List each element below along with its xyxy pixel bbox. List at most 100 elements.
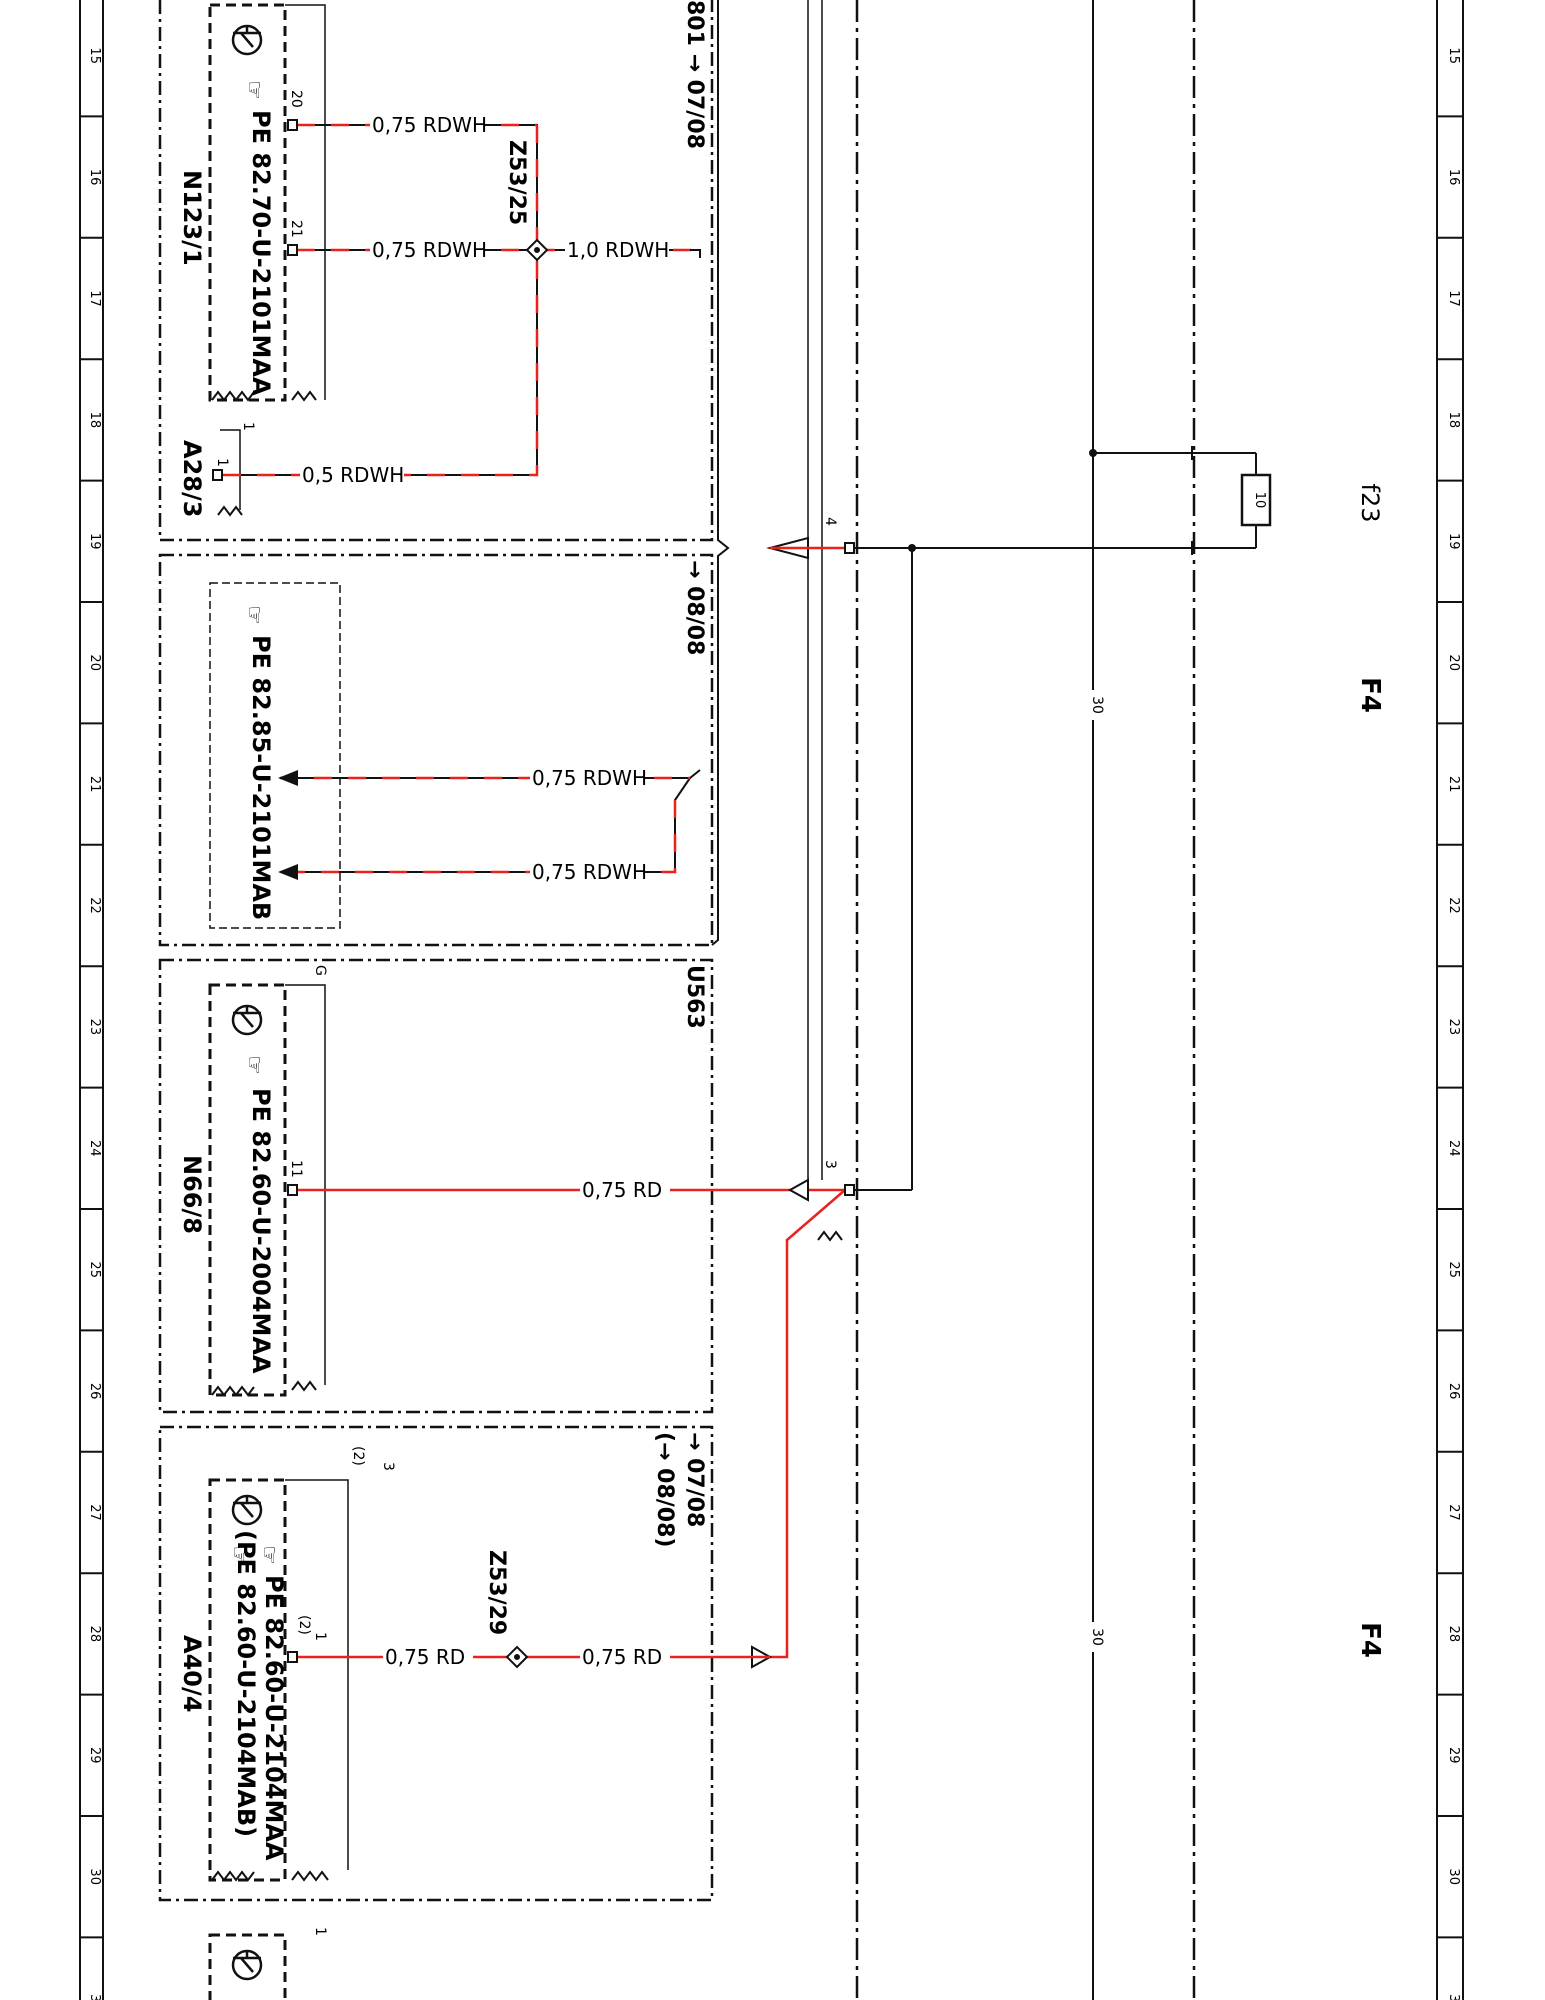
- svg-text:☞: ☞: [256, 1545, 281, 1565]
- wire-group-n66: [297, 536, 846, 1669]
- svg-text:☞: ☞: [241, 1055, 266, 1075]
- wire-label: 0,75 RDWH: [532, 860, 647, 884]
- splice-label: Z53/25: [504, 140, 529, 225]
- ruler-number: 20: [87, 654, 102, 671]
- svg-text:10: 10: [1252, 492, 1267, 509]
- svg-text:1: 1: [240, 422, 256, 431]
- ruler-number: 25: [87, 1261, 102, 1278]
- svg-text:4: 4: [822, 517, 838, 526]
- fuse-label: f23: [1356, 484, 1384, 523]
- wire-group-n123: [222, 123, 701, 477]
- ruler-number: 26: [1446, 1383, 1461, 1400]
- wire-label: 0,5 RDWH: [302, 463, 404, 487]
- ruler-number: 20: [1446, 654, 1461, 671]
- ruler-ticks: [80, 115, 1463, 1939]
- wire-label: 1,0 RDWH: [567, 238, 669, 262]
- connector-bottom: [208, 1933, 287, 2000]
- svg-text:1: 1: [312, 1632, 328, 1641]
- connector-pe-label: PE 82.60-U-2004MAA: [247, 1088, 275, 1374]
- section-reference: → 08/08: [682, 560, 707, 655]
- wire-group-a40: [297, 1645, 770, 1669]
- ruler-number: 28: [1446, 1626, 1461, 1643]
- ruler-number: 24: [87, 1140, 102, 1157]
- wire-label: 0,75 RDWH: [372, 113, 487, 137]
- section-reference: → 07/08: [682, 1432, 707, 1527]
- ruler-number: 16: [1446, 169, 1461, 186]
- ruler-number: 30: [1446, 1868, 1461, 1885]
- section-reference: 801 → 07/08: [682, 0, 707, 149]
- ruler-number: 3: [1446, 1994, 1461, 2000]
- component-label: N66/8: [178, 1155, 206, 1234]
- connector-pe-label: PE 82.60-U-2104MAA: [260, 1575, 288, 1861]
- wire-label: 0,75 RD: [582, 1645, 662, 1669]
- pointing-hand-icon: ☞ ☞ ☞ ☞ ☞: [226, 80, 281, 1565]
- ruler-number: 22: [1446, 897, 1461, 914]
- ruler-number: 18: [87, 412, 102, 429]
- fuse-f23: 10: [1089, 446, 1272, 555]
- fuse-box-label: F4: [1355, 1622, 1385, 1658]
- ruler-number: 27: [87, 1504, 102, 1521]
- ruler-number: 22: [87, 897, 102, 914]
- svg-text:☞: ☞: [241, 80, 266, 100]
- svg-text:21: 21: [288, 220, 304, 238]
- ruler-number: 16: [87, 169, 102, 186]
- ruler-number: 15: [1446, 47, 1461, 64]
- svg-text:(2): (2): [296, 1615, 312, 1635]
- ruler-number: 18: [1446, 412, 1461, 429]
- ruler-number: 21: [87, 776, 102, 793]
- section-brace: [711, 0, 730, 946]
- wire-group-mab: [278, 769, 701, 880]
- module-box-n123: [158, 0, 714, 542]
- ruler-number: 19: [1446, 533, 1461, 550]
- connector-mab: [209, 582, 341, 929]
- wire-labels: 0,75 RDWH 0,75 RDWH 1,0 RDWH 0,5 RDWH 0,…: [300, 113, 670, 1669]
- svg-text:11: 11: [288, 1160, 304, 1178]
- section-reference: U563: [682, 965, 707, 1029]
- ruler-number: 21: [1446, 776, 1461, 793]
- svg-text:G: G: [312, 965, 328, 976]
- ruler-number: 29: [87, 1747, 102, 1764]
- svg-text:☞: ☞: [241, 605, 266, 625]
- ruler-number: 23: [1446, 1019, 1461, 1036]
- svg-text:1: 1: [312, 1927, 328, 1936]
- svg-text:3: 3: [380, 1462, 396, 1471]
- svg-text:1: 1: [214, 458, 230, 467]
- fuse-box-label: F4: [1355, 677, 1385, 713]
- potential-30-label: 30: [1089, 1628, 1105, 1646]
- connector-pe-label: PE 82.85-U-2101MAB: [247, 635, 275, 920]
- svg-text:(2): (2): [350, 1446, 366, 1466]
- potential-30-label: 30: [1089, 696, 1105, 714]
- section-reference: (→ 08/08): [652, 1432, 677, 1547]
- module-box-a40: [158, 1425, 714, 1902]
- ruler-number: 23: [87, 1019, 102, 1036]
- component-label: A28/3: [178, 440, 206, 517]
- svg-text:☞: ☞: [226, 1545, 251, 1565]
- ruler-number: 29: [1446, 1747, 1461, 1764]
- component-label: N123/1: [178, 170, 206, 266]
- wire-label: 0,75 RDWH: [532, 766, 647, 790]
- ruler-number: 26: [87, 1383, 102, 1400]
- supply-wire: [845, 544, 1195, 1191]
- component-label: A40/4: [178, 1635, 206, 1712]
- wire-label: 0,75 RD: [582, 1178, 662, 1202]
- svg-text:20: 20: [288, 90, 304, 108]
- ruler-number: 3: [87, 1994, 102, 2000]
- connector-pe-label: (PE 82.60-U-2104MAB): [232, 1530, 260, 1837]
- ruler-number: 24: [1446, 1140, 1461, 1157]
- splice-label: Z53/29: [484, 1550, 509, 1635]
- connector-n123-1: [208, 3, 287, 402]
- ruler-number: 30: [87, 1868, 102, 1885]
- right-ruler: [1436, 0, 1464, 2000]
- ruler-number: 25: [1446, 1261, 1461, 1278]
- ruler-number: 17: [87, 290, 102, 307]
- transistor-icon: [231, 24, 263, 1981]
- wire-label: 0,75 RDWH: [372, 238, 487, 262]
- ruler-number: 27: [1446, 1504, 1461, 1521]
- ruler-number: 15: [87, 47, 102, 64]
- module-box-n66: [158, 958, 714, 1414]
- ruler-number: 28: [87, 1626, 102, 1643]
- wire-label: 0,75 RD: [385, 1645, 465, 1669]
- connector-n66-8: [208, 983, 287, 1397]
